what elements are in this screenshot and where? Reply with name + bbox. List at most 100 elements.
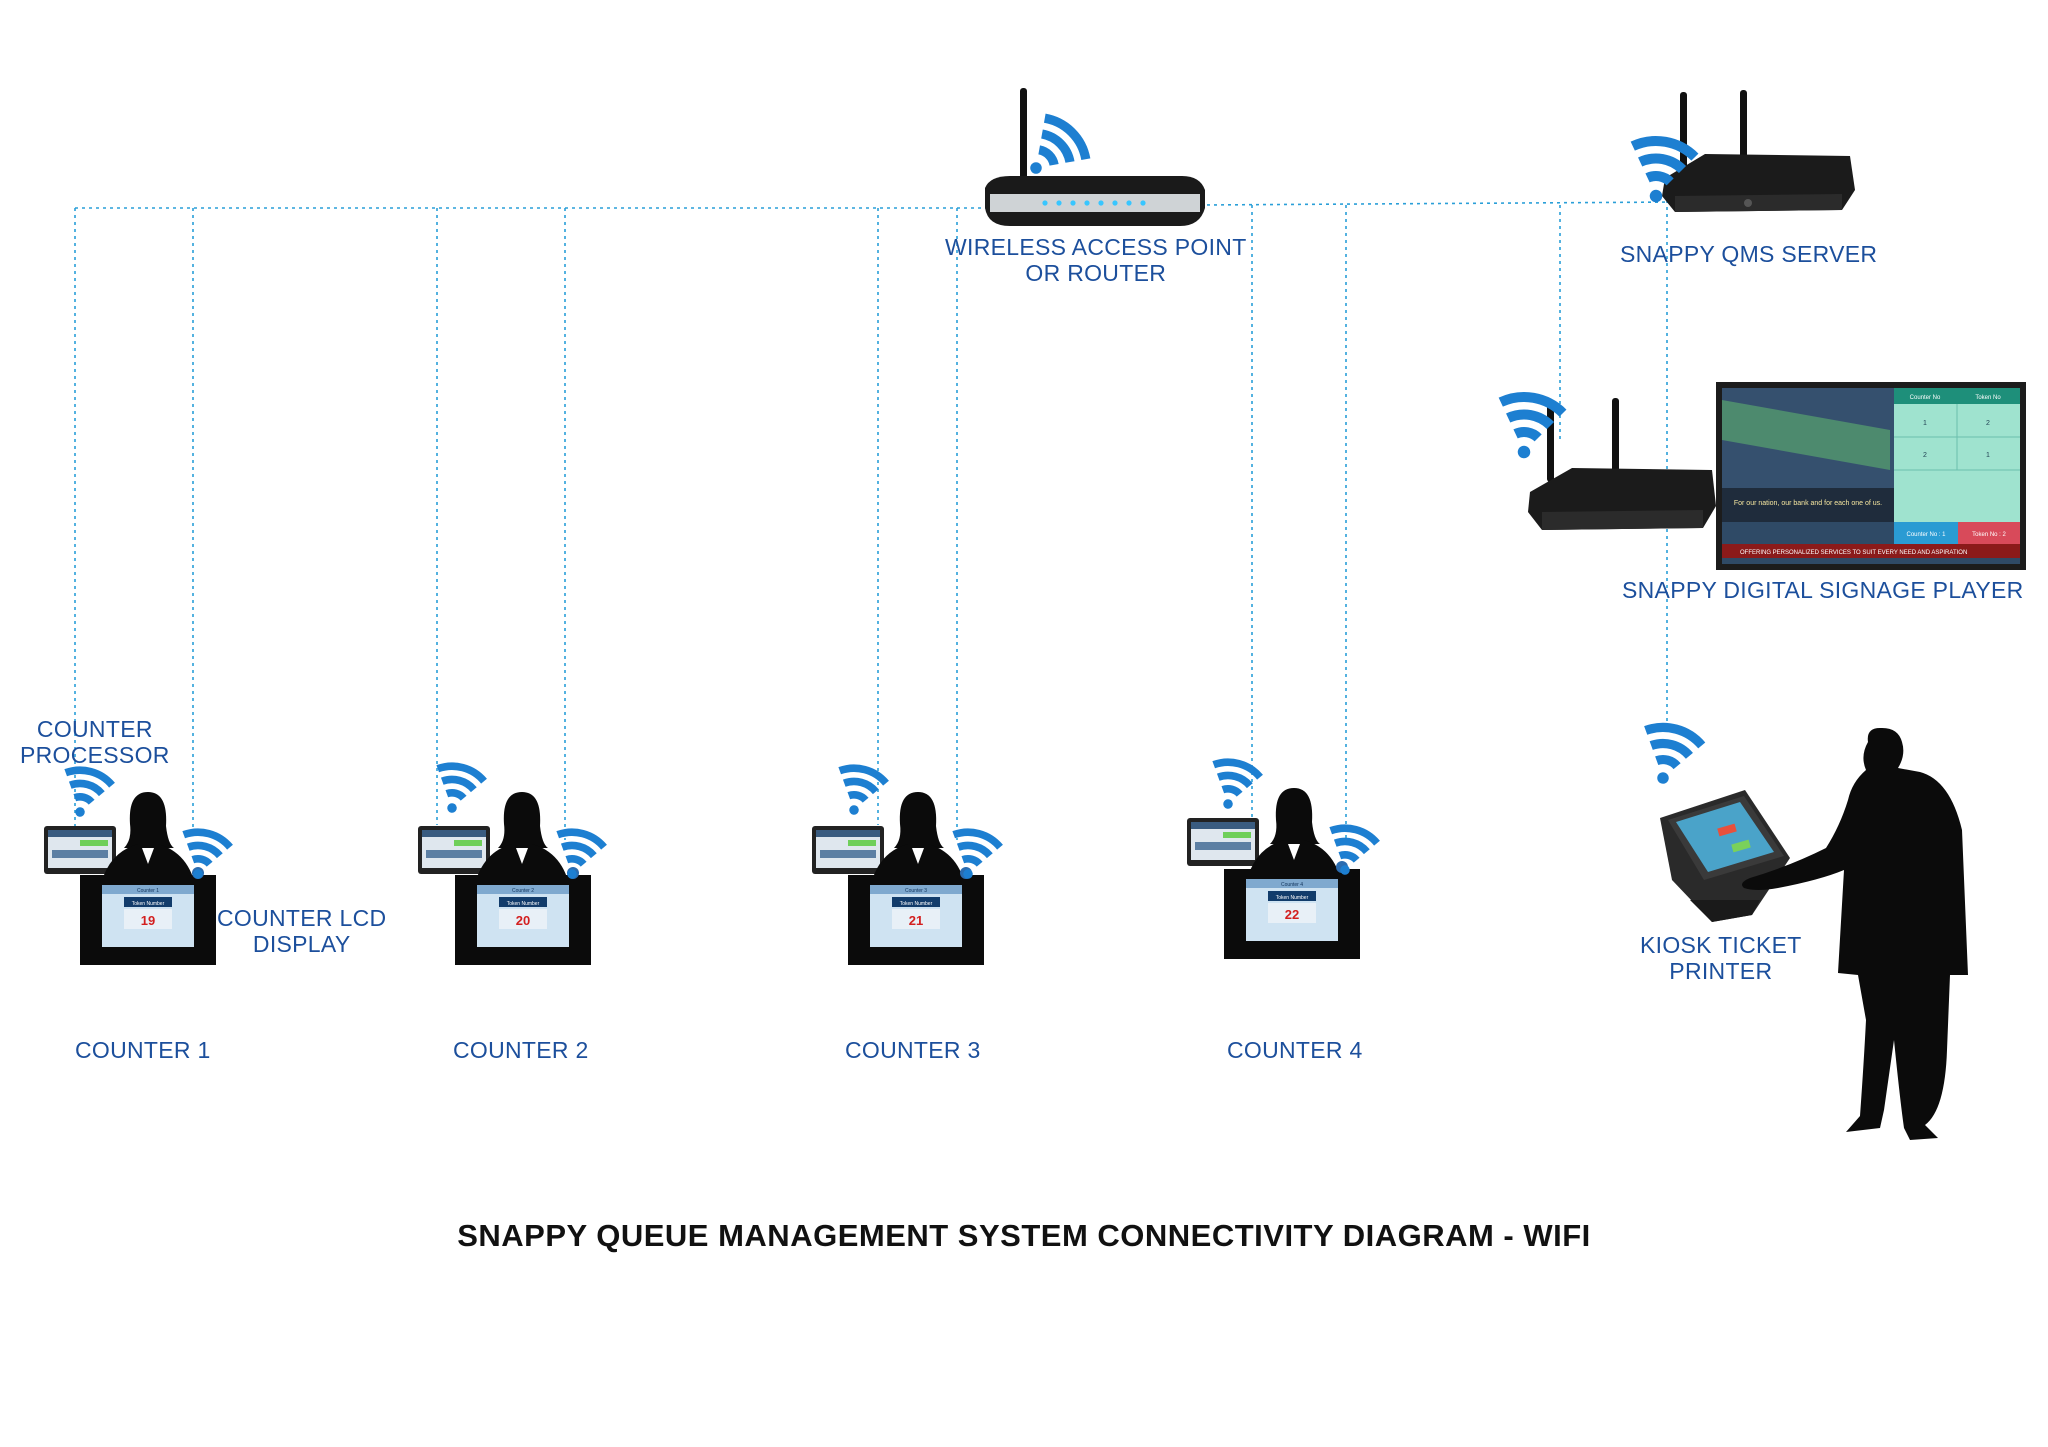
wifi-dot: [1657, 772, 1669, 784]
screen-caption-bg: [1722, 488, 1894, 522]
wifi-arc: [1638, 153, 1687, 174]
lcd-token-box: [499, 909, 547, 929]
lcd-token-label-bg: [892, 897, 940, 907]
devices-layer: For our nation, our bank and for each on…: [44, 88, 2026, 1140]
router-icon: [985, 88, 1205, 226]
wifi-arc: [1043, 113, 1091, 161]
processor-wifi-icon: [436, 762, 487, 813]
lcd-token-number: 20: [516, 913, 530, 928]
wifi-arc: [1038, 145, 1059, 166]
router-led: [1112, 200, 1118, 206]
tablet-bar: [1191, 822, 1255, 829]
router-led: [1056, 200, 1062, 206]
router-faceplate: [990, 194, 1200, 212]
tablet-bar: [48, 830, 112, 837]
wifi-arc: [1655, 755, 1681, 770]
counter-processor-tablet: [812, 826, 884, 874]
wifi-arc: [1498, 392, 1567, 417]
staff-head: [894, 792, 944, 848]
lcd-wifi-icon: [952, 828, 1003, 879]
counter-processor-tablet: [44, 826, 116, 874]
lcd-header: Counter 1: [137, 888, 159, 894]
router-led: [1084, 200, 1090, 206]
screen-footer-right-bg: [1958, 522, 2020, 544]
kiosk-icon: [1660, 790, 1790, 922]
router-wifi-icon: [1030, 113, 1091, 174]
kiosk-btn-2: [1731, 839, 1751, 853]
router-led: [1126, 200, 1132, 206]
lcd-wifi-icon: [1329, 824, 1380, 875]
screen-table-header: [1894, 388, 2020, 404]
lcd-token-label-bg: [124, 897, 172, 907]
screen-cell-counter: 1: [1923, 420, 1927, 427]
screen-col-1: Counter No: [1910, 395, 1941, 401]
wifi-dot: [1517, 445, 1531, 459]
lcd-header: Counter 2: [512, 888, 534, 894]
counter-processor-tablet: [1187, 818, 1259, 866]
wifi-dot: [1030, 162, 1042, 174]
tablet-row: [52, 850, 108, 858]
server-wifi-icon: [1630, 136, 1699, 203]
tablet-bar: [816, 830, 880, 837]
lcd-token-label: Token Number: [900, 901, 933, 907]
router-led: [1042, 200, 1048, 206]
server-antenna-2: [1740, 90, 1747, 166]
screen-footer-left-bg: [1894, 522, 1958, 544]
wifi-arc: [961, 855, 983, 867]
counter-processor-tablet: [418, 826, 490, 874]
wifi-arc: [1333, 837, 1370, 855]
staff-collar: [912, 848, 924, 864]
wifi-arc: [560, 841, 597, 859]
signage-player-label: SNAPPY DIGITAL SIGNAGE PLAYER: [1622, 577, 2024, 603]
screen-ticker-bg: [1722, 544, 2020, 558]
counter-4-label: COUNTER 4: [1227, 1037, 1363, 1063]
wifi-dot: [75, 807, 85, 817]
screen-cell-counter: 2: [1923, 452, 1927, 459]
wifi-arc: [68, 779, 105, 797]
wifi-arc: [186, 841, 223, 859]
wifi-dot: [193, 869, 203, 879]
lcd-header: Counter 3: [905, 888, 927, 894]
lcd-header-bar: [102, 885, 194, 894]
lcd-wifi-icon: [182, 828, 233, 879]
staff-collar: [516, 848, 528, 864]
screen-col-2: Token No: [1975, 395, 2001, 401]
wifi-arc: [838, 764, 889, 786]
wifi-arc: [191, 855, 213, 867]
wifi-arc: [73, 793, 95, 805]
signage-screen: For our nation, our bank and for each on…: [1716, 382, 2026, 570]
wifi-arc: [1506, 409, 1555, 430]
screen-ticker: OFFERING PERSONALIZED SERVICES TO SUIT E…: [1740, 550, 1967, 556]
lcd-token-number: 19: [141, 913, 155, 928]
lcd-token-box: [892, 909, 940, 929]
wifi-dot: [1223, 799, 1233, 809]
lcd-token-label: Token Number: [507, 901, 540, 907]
tablet-btn: [80, 840, 108, 846]
wifi-arc: [1649, 738, 1693, 759]
wifi-arc: [952, 828, 1003, 850]
screen-cell-token: 1: [1986, 452, 1990, 459]
wifi-dot: [1340, 865, 1350, 875]
wifi-arc: [440, 775, 477, 793]
wifi-arc: [1212, 758, 1263, 780]
server-button: [1744, 199, 1752, 207]
wifi-arc: [182, 828, 233, 850]
diagram-title: SNAPPY QUEUE MANAGEMENT SYSTEM CONNECTIV…: [457, 1218, 1591, 1253]
wifi-dot: [963, 869, 973, 879]
tablet-row: [1195, 842, 1251, 850]
wifi-arc: [64, 766, 115, 788]
router-led: [1140, 200, 1146, 206]
server-antenna-1: [1680, 92, 1687, 172]
lcd-header-bar: [1246, 879, 1338, 888]
kiosk-btn-1: [1717, 823, 1737, 837]
screen-footer-left: Counter No : 1: [1906, 532, 1946, 538]
kiosk-wifi-icon: [1644, 722, 1706, 784]
wifi-dot: [1649, 189, 1663, 203]
wifi-arc: [565, 855, 587, 867]
player-antenna-2: [1612, 398, 1619, 474]
lcd-token-number: 22: [1285, 907, 1299, 922]
